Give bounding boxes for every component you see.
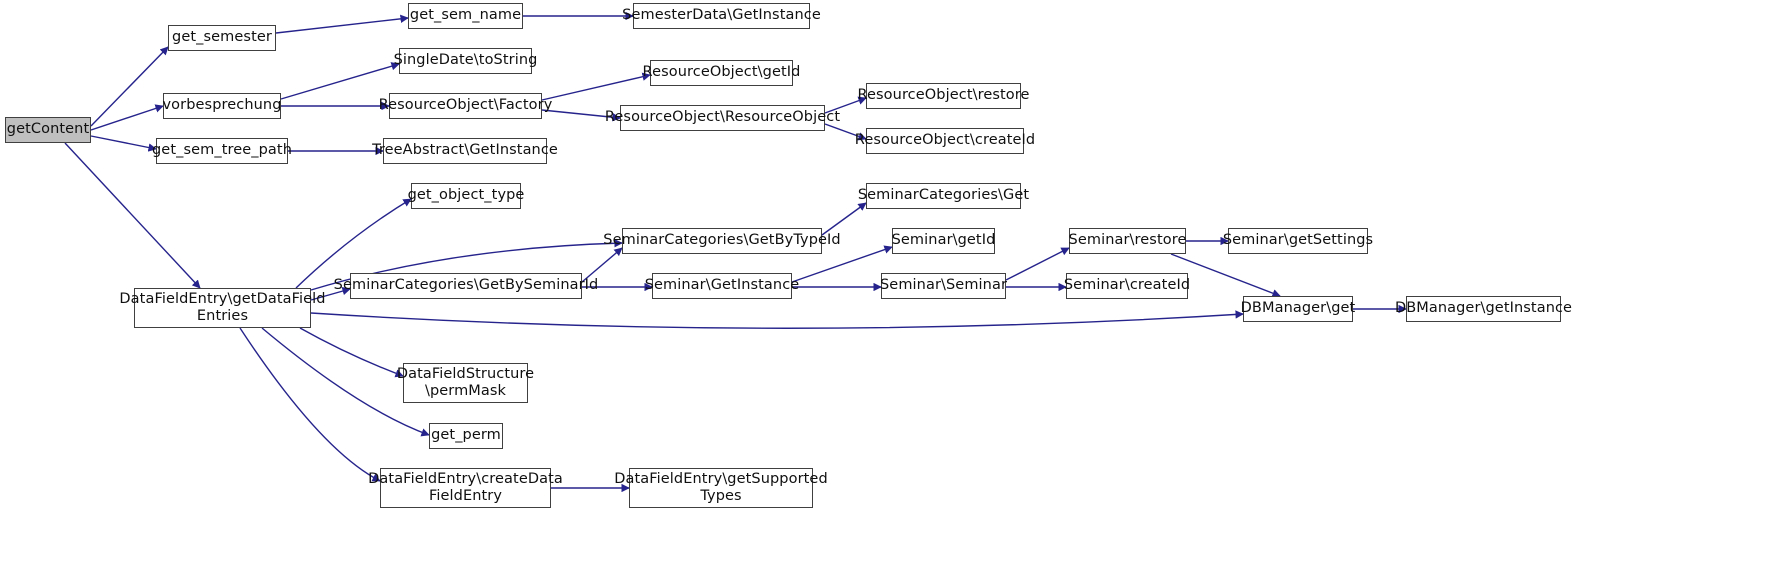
node-getContent[interactable]: getContent [5,117,91,143]
node-SeminarCategories_GetByTypeId[interactable]: SeminarCategories\GetByTypeId [603,228,841,254]
node-ResourceObject_restore[interactable]: ResourceObject\restore [857,83,1029,109]
node-DBManager_get[interactable]: DBManager\get [1241,296,1355,322]
node-Seminar_GetInstance[interactable]: Seminar\GetInstance [645,273,799,299]
node-Seminar_restore[interactable]: Seminar\restore [1069,228,1186,254]
node-get_object_type[interactable]: get_object_type [408,183,524,209]
node-DataFieldStructure_permMask[interactable]: DataFieldStructure \permMask [397,363,534,403]
node-Seminar_createId[interactable]: Seminar\createId [1064,273,1190,299]
node-TreeAbstract_GetInstance[interactable]: TreeAbstract\GetInstance [372,138,558,164]
node-DataFieldEntry_getSupportedTypes[interactable]: DataFieldEntry\getSupported Types [614,468,828,508]
node-DBManager_getInstance[interactable]: DBManager\getInstance [1395,296,1572,322]
node-Seminar_Seminar[interactable]: Seminar\Seminar [880,273,1007,299]
node-DataFieldEntry_createDataFieldEntry[interactable]: DataFieldEntry\createData FieldEntry [368,468,563,508]
node-SeminarCategories_Get[interactable]: SeminarCategories\Get [858,183,1029,209]
node-ResourceObject_createId[interactable]: ResourceObject\createId [855,128,1035,154]
node-Seminar_getSettings[interactable]: Seminar\getSettings [1223,228,1373,254]
node-ResourceObject_getId[interactable]: ResourceObject\getId [643,60,800,86]
node-SeminarCategories_GetBySeminarId[interactable]: SeminarCategories\GetBySeminarId [334,273,598,299]
node-vorbesprechung[interactable]: vorbesprechung [163,93,281,119]
node-DataFieldEntry_getDataFieldEntries[interactable]: DataFieldEntry\getDataField Entries [119,288,325,328]
node-get_sem_tree_path[interactable]: get_sem_tree_path [152,138,292,164]
node-SemesterData_GetInstance[interactable]: SemesterData\GetInstance [622,3,821,29]
node-ResourceObject_Factory[interactable]: ResourceObject\Factory [379,93,552,119]
node-Seminar_getId[interactable]: Seminar\getId [892,228,995,254]
node-get_semester[interactable]: get_semester [168,25,276,51]
node-SingleDate_toString[interactable]: SingleDate\toString [394,48,537,74]
node-get_perm[interactable]: get_perm [429,423,503,449]
node-get_sem_name[interactable]: get_sem_name [408,3,523,29]
node-ResourceObject_ResourceObject[interactable]: ResourceObject\ResourceObject [605,105,840,131]
